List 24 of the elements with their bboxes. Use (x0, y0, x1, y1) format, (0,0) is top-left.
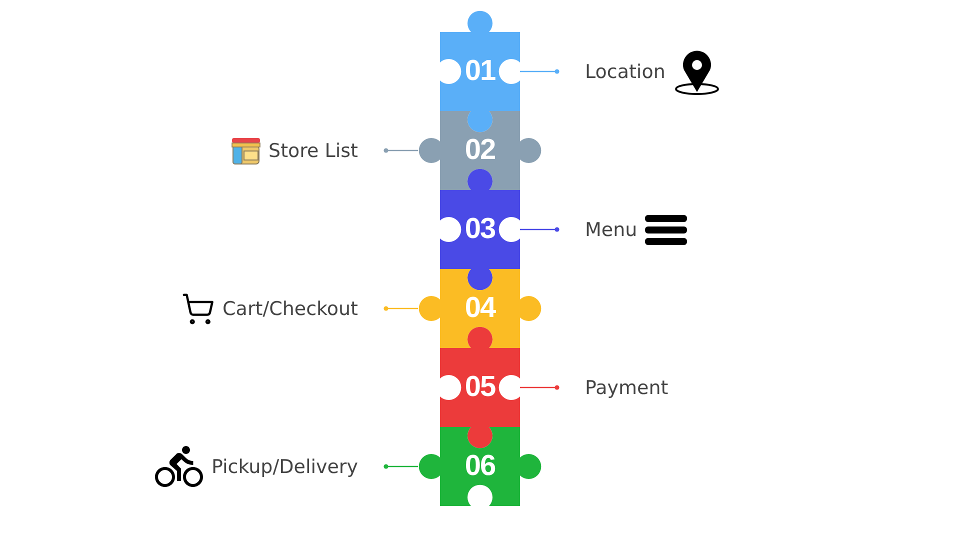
step-label: Cart/Checkout (222, 298, 386, 320)
step-label: Store List (268, 140, 386, 162)
step-label: Payment (557, 376, 668, 398)
puzzle-piece (440, 326, 520, 449)
puzzle-piece (418, 427, 542, 506)
connector-line (520, 385, 560, 390)
step-number: 06 (464, 450, 496, 483)
step-label: Location (557, 60, 666, 82)
connector-line (384, 148, 418, 153)
connector-line (520, 227, 560, 232)
puzzle-piece (440, 168, 520, 291)
step-label: Pickup/Delivery (211, 456, 386, 478)
step-number: 02 (464, 134, 496, 167)
puzzle-piece (440, 10, 520, 133)
step-number: 04 (464, 292, 496, 325)
connector-line (520, 69, 560, 74)
step-number: 03 (464, 213, 496, 246)
step-number: 01 (464, 55, 496, 88)
step-label: Menu (557, 218, 638, 240)
connector-line (384, 306, 418, 311)
puzzle-piece (418, 269, 542, 348)
step-number: 05 (464, 371, 496, 404)
connector-line (384, 464, 418, 469)
puzzle-piece (418, 111, 542, 190)
